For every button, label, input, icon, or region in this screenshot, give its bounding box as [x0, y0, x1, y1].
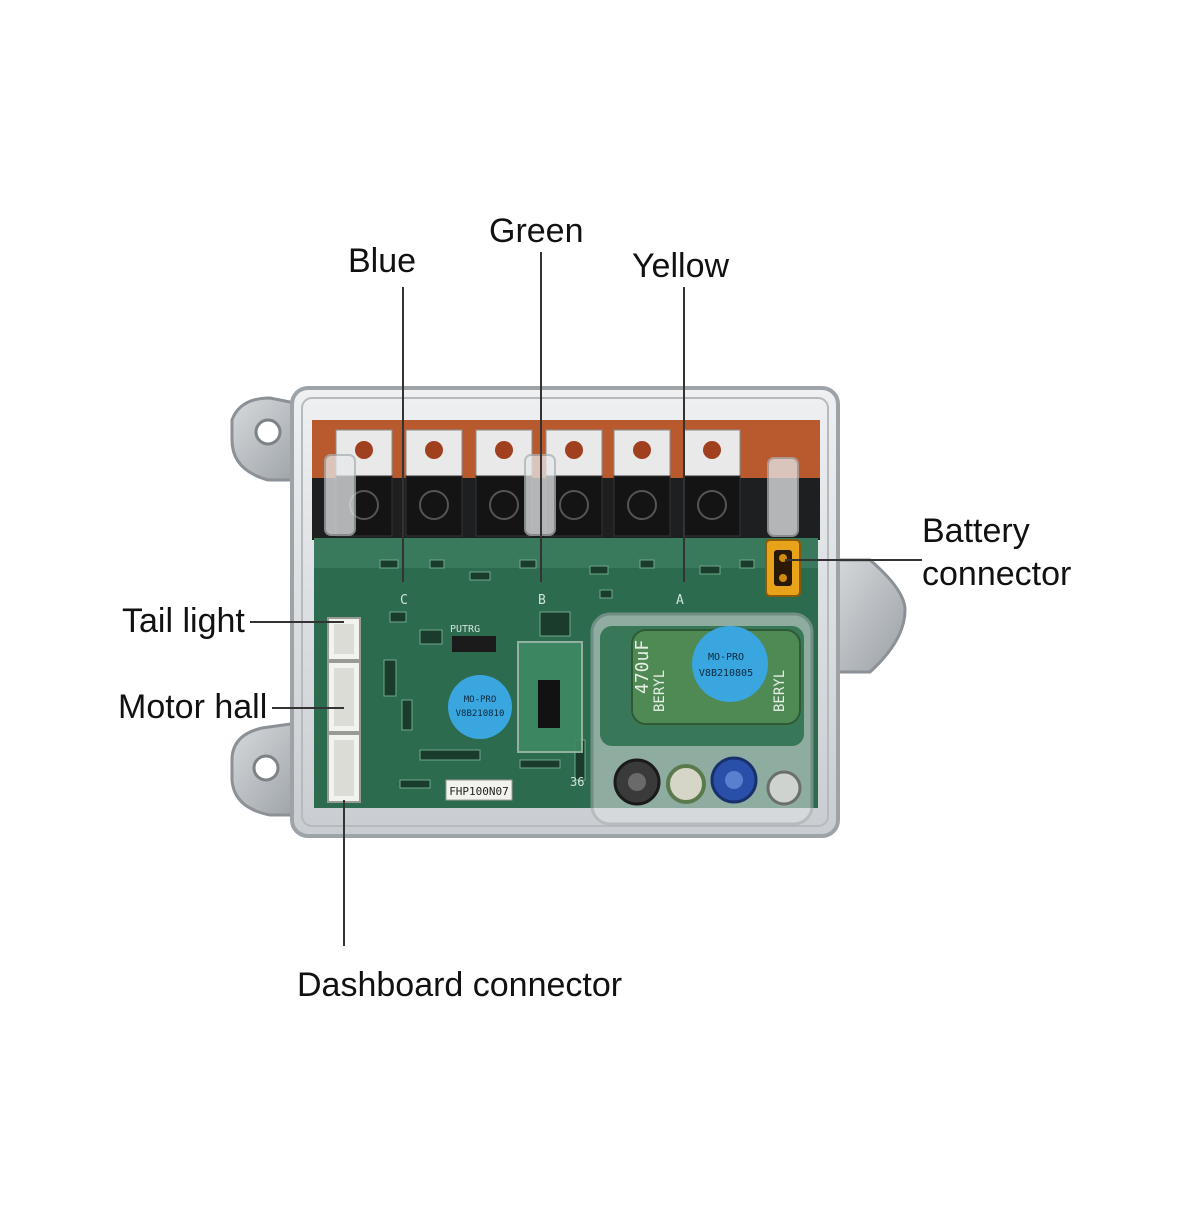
smd-component	[419, 749, 481, 761]
mounting-ear-bottom-left	[230, 720, 307, 817]
smd-component	[429, 559, 445, 569]
svg-text:V8B210810: V8B210810	[456, 709, 505, 719]
sticker-large: MO-PRO V8B210805	[692, 626, 768, 702]
smd-component	[419, 629, 443, 645]
mcu-window	[517, 641, 583, 753]
svg-text:BERYL: BERYL	[652, 670, 668, 712]
tail-light-connector	[327, 617, 361, 661]
smd-component	[383, 659, 397, 697]
mosfet-hole	[633, 441, 651, 459]
case-clip-left	[324, 454, 356, 536]
phase-b-marking: B	[538, 593, 546, 608]
mounting-ear-right	[830, 558, 907, 674]
battery-connector	[765, 539, 801, 597]
leader-lines	[250, 252, 922, 946]
mosfet-hole	[355, 441, 373, 459]
case-clip-right	[767, 457, 799, 537]
label-dashboard-connector: Dashboard connector	[297, 966, 623, 1004]
smd-component	[699, 565, 721, 575]
smd-component	[639, 559, 655, 569]
svg-text:470uF: 470uF	[632, 640, 653, 694]
sticker-small: MO-PRO V8B210810	[448, 675, 512, 739]
smd-component	[379, 559, 399, 569]
svg-text:FHP100N07: FHP100N07	[449, 785, 509, 798]
mosfet-hole	[425, 441, 443, 459]
label-battery-connector: Battery connector	[922, 510, 1071, 595]
mosfet-marking	[627, 490, 657, 520]
mosfet-marking	[559, 490, 589, 520]
label-battery-line1: Battery	[922, 512, 1030, 550]
mosfet-body	[475, 475, 533, 537]
label-battery-line2: connector	[922, 554, 1072, 593]
mosfet-body	[683, 475, 741, 537]
smd-component	[519, 559, 537, 569]
label-motor-hall: Motor hall	[118, 688, 268, 726]
phase-a-marking: A	[676, 593, 684, 608]
svg-text:36: 36	[570, 775, 584, 789]
pcb-traces	[379, 559, 755, 789]
smd-component	[589, 565, 609, 575]
mosfet-marking	[489, 490, 519, 520]
mosfet-body	[613, 475, 671, 537]
smd-component	[739, 559, 755, 569]
mosfet-body	[405, 475, 463, 537]
svg-text:PUTRG: PUTRG	[450, 624, 480, 635]
label-green: Green	[489, 212, 584, 250]
smd-component	[389, 611, 407, 623]
model-label: FHP100N07 36	[445, 775, 584, 801]
mosfet-hole	[565, 441, 583, 459]
mosfet-hole	[495, 441, 513, 459]
programming-header: PUTRG	[450, 624, 496, 652]
smd-component	[401, 699, 413, 731]
svg-text:BERYL: BERYL	[772, 670, 788, 712]
motor-hall-connector	[327, 661, 361, 733]
smd-component	[469, 571, 491, 581]
mosfet-marking	[697, 490, 727, 520]
dashboard-connector	[327, 733, 361, 803]
smd-component	[539, 611, 571, 637]
phase-c-marking: C	[400, 593, 408, 608]
svg-text:MO-PRO: MO-PRO	[708, 652, 744, 663]
smd-component	[399, 779, 431, 789]
mosfet-marking	[419, 490, 449, 520]
smd-component	[519, 759, 561, 769]
label-blue: Blue	[348, 242, 417, 280]
svg-text:MO-PRO: MO-PRO	[464, 695, 497, 705]
svg-text:V8B210805: V8B210805	[699, 668, 753, 679]
small-capacitors	[613, 756, 802, 806]
label-yellow: Yellow	[632, 247, 730, 285]
label-tail-light: Tail light	[122, 602, 245, 640]
mosfet-hole	[703, 441, 721, 459]
smd-component	[599, 589, 613, 599]
